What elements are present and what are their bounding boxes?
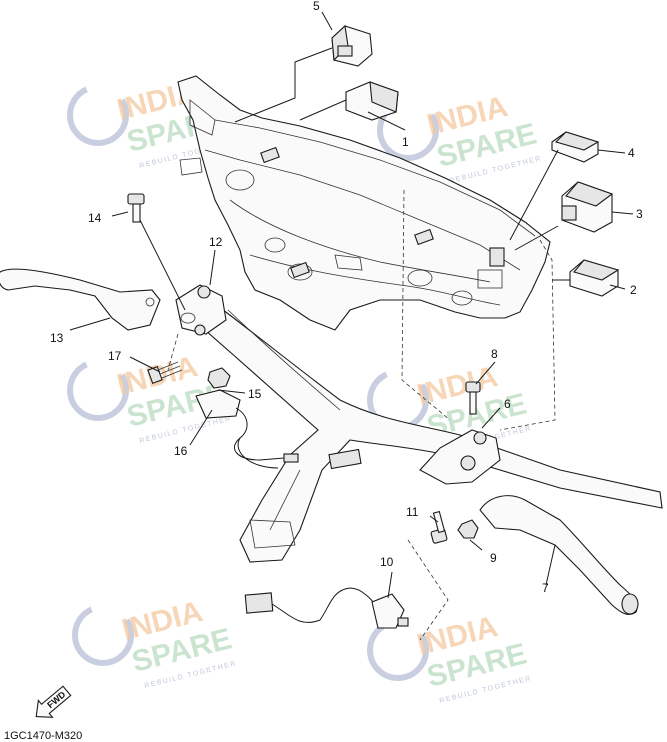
callout-10: 10 — [380, 555, 394, 569]
part-11-bolt — [430, 510, 448, 544]
drawing-code: 1GC1470-M320 — [4, 730, 82, 742]
part-2-switch — [569, 259, 620, 297]
part-16-switch-wire — [195, 389, 299, 469]
part-12-holder — [175, 284, 227, 336]
part-3-switch — [561, 181, 614, 233]
callout-labels: 5 1 4 3 2 14 12 13 17 15 16 8 6 11 9 10 … — [50, 0, 643, 595]
part-14-bolt — [127, 193, 145, 223]
callout-14: 14 — [88, 211, 102, 225]
part-15-nut — [207, 367, 231, 389]
part-4-switch — [551, 131, 600, 163]
part-10-switch-wire — [244, 587, 409, 629]
handlebar-cover — [177, 75, 551, 331]
callout-5: 5 — [313, 0, 320, 13]
callout-3: 3 — [636, 207, 643, 221]
callout-2: 2 — [630, 283, 637, 297]
callout-17: 17 — [108, 349, 122, 363]
callout-9: 9 — [490, 551, 497, 565]
callout-1: 1 — [402, 135, 409, 149]
callout-8: 8 — [491, 347, 498, 361]
watermark-bottom-left: INDIA SPARE REBUILD TOGETHER — [72, 595, 238, 690]
part-8-bolt — [465, 381, 481, 415]
part-7-lever — [479, 495, 639, 615]
leader-lines — [69, 11, 634, 641]
callout-13: 13 — [50, 331, 64, 345]
part-1-switch — [345, 81, 399, 121]
callout-15: 15 — [248, 387, 262, 401]
part-13-lever — [0, 268, 161, 331]
part-5-switch — [331, 24, 373, 67]
callout-6: 6 — [504, 397, 511, 411]
callout-11: 11 — [406, 505, 419, 519]
fwd-arrow: FWD — [35, 685, 72, 718]
part-9-nut — [457, 519, 479, 539]
part-6-holder — [419, 429, 501, 485]
callout-16: 16 — [174, 444, 188, 458]
handlebar — [204, 299, 663, 563]
callout-4: 4 — [628, 146, 635, 160]
callout-12: 12 — [209, 235, 223, 249]
callout-7: 7 — [542, 581, 549, 595]
